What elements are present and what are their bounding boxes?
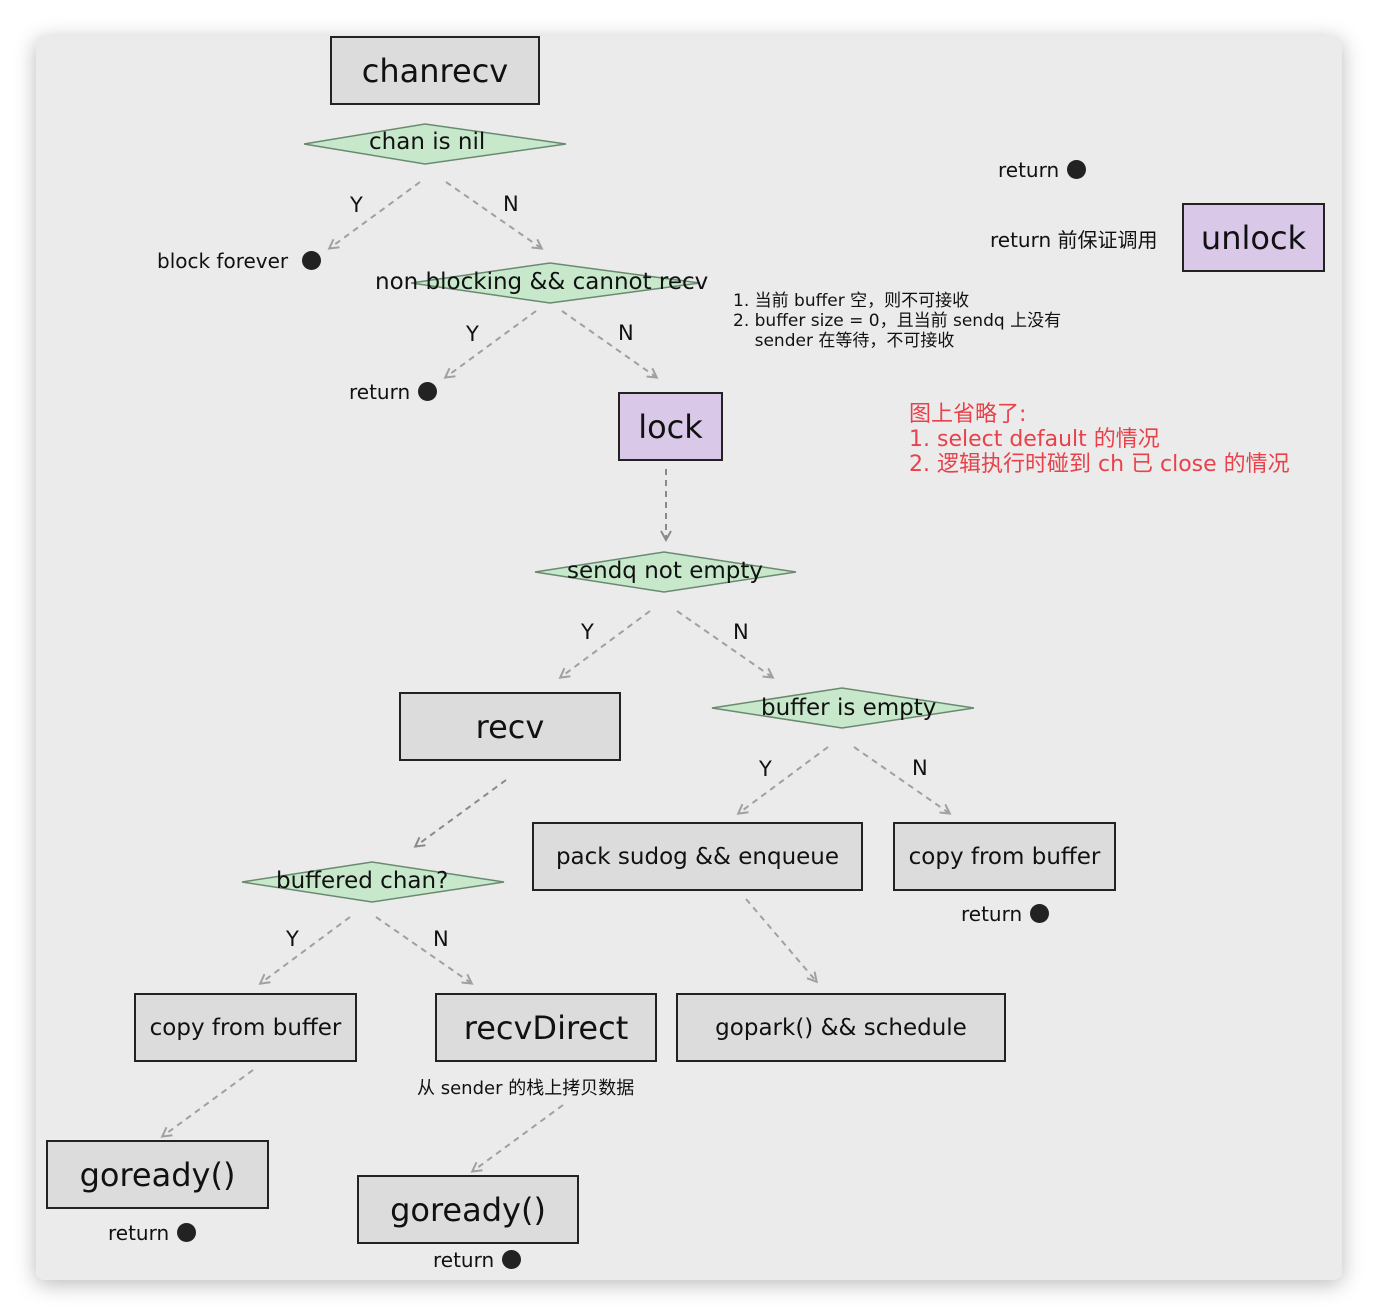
terminal-return: return xyxy=(349,380,438,404)
decision-non-blocking xyxy=(410,262,701,304)
terminal-dot xyxy=(502,1250,522,1269)
arrow-buffered-no xyxy=(375,916,471,983)
decision-chan-is-nil xyxy=(303,123,567,165)
node-chanrecv: chanrecv xyxy=(330,36,540,105)
arrow-pack-to-gopark xyxy=(745,898,816,981)
terminal-dot xyxy=(302,251,322,270)
arrow-nil-yes xyxy=(330,181,421,248)
node-goready-left: goready() xyxy=(46,1140,269,1209)
terminal-return: return xyxy=(108,1221,197,1245)
decision-buffered-chan-label: buffered chan? xyxy=(276,868,449,894)
arrow-recv-to-buffered xyxy=(416,779,507,846)
no-label: N xyxy=(912,756,928,780)
decision-buffer-is-empty xyxy=(711,687,975,729)
decision-buffer-is-empty-label: buffer is empty xyxy=(761,695,937,721)
yes-label: Y xyxy=(286,927,299,951)
no-label: N xyxy=(433,927,449,951)
arrow-nonblock-yes xyxy=(446,310,537,377)
recv-direct-note: 从 sender 的栈上拷贝数据 xyxy=(417,1078,635,1099)
arrow-bufempty-no xyxy=(853,746,949,813)
terminal-dot xyxy=(177,1223,197,1242)
decision-sendq-not-empty-label: sendq not empty xyxy=(567,558,763,584)
arrow-nonblock-no xyxy=(561,310,656,377)
yes-label: Y xyxy=(759,757,772,781)
node-lock: lock xyxy=(618,392,723,461)
node-recv-direct: recvDirect xyxy=(435,993,657,1062)
terminal-dot xyxy=(1030,904,1050,923)
unlock-note: return 前保证调用 xyxy=(990,228,1158,252)
arrow-recvdirect-to-goready xyxy=(473,1104,564,1171)
node-copy-from-buffer-left: copy from buffer xyxy=(134,993,357,1062)
no-label: N xyxy=(503,192,519,216)
node-unlock: unlock xyxy=(1182,203,1325,272)
cannot-recv-note: 1. 当前 buffer 空，则不可接收 2. buffer size = 0，… xyxy=(733,291,1062,351)
arrow-copy-to-goready xyxy=(163,1069,254,1136)
node-gopark: gopark() && schedule xyxy=(676,993,1006,1062)
terminal-return: return xyxy=(998,158,1087,182)
node-copy-from-buffer-right: copy from buffer xyxy=(893,822,1116,891)
yes-label: Y xyxy=(581,620,594,644)
decision-non-blocking-label: non blocking && cannot recv xyxy=(375,269,709,295)
no-label: N xyxy=(733,620,749,644)
connector-layer xyxy=(36,123,975,1280)
decision-sendq-not-empty xyxy=(534,551,797,593)
arrow-sendq-no xyxy=(676,610,772,677)
decision-chan-is-nil-label: chan is nil xyxy=(369,129,486,155)
node-goready-mid: goready() xyxy=(357,1175,579,1244)
arrow-buffered-yes xyxy=(261,916,351,983)
terminal-block-forever: block forever xyxy=(157,249,322,273)
arrow-nil-no xyxy=(445,181,541,248)
terminal-return: return xyxy=(961,902,1050,926)
terminal-return: return xyxy=(433,1248,522,1272)
terminal-dot xyxy=(418,382,438,401)
arrow-sendq-yes xyxy=(561,610,651,677)
omitted-cases-note: 图上省略了: 1. select default 的情况 2. 逻辑执行时碰到 … xyxy=(909,402,1290,477)
no-label: N xyxy=(618,321,634,345)
arrow-bufempty-yes xyxy=(739,746,829,813)
yes-label: Y xyxy=(350,193,363,217)
node-pack-sudog: pack sudog && enqueue xyxy=(532,822,863,891)
yes-label: Y xyxy=(466,322,479,346)
node-recv: recv xyxy=(399,692,621,761)
terminal-dot xyxy=(1067,160,1087,179)
decision-buffered-chan xyxy=(241,861,505,903)
diagram-canvas: chanrecv lock unlock recv pack sudog && … xyxy=(36,36,1342,1280)
